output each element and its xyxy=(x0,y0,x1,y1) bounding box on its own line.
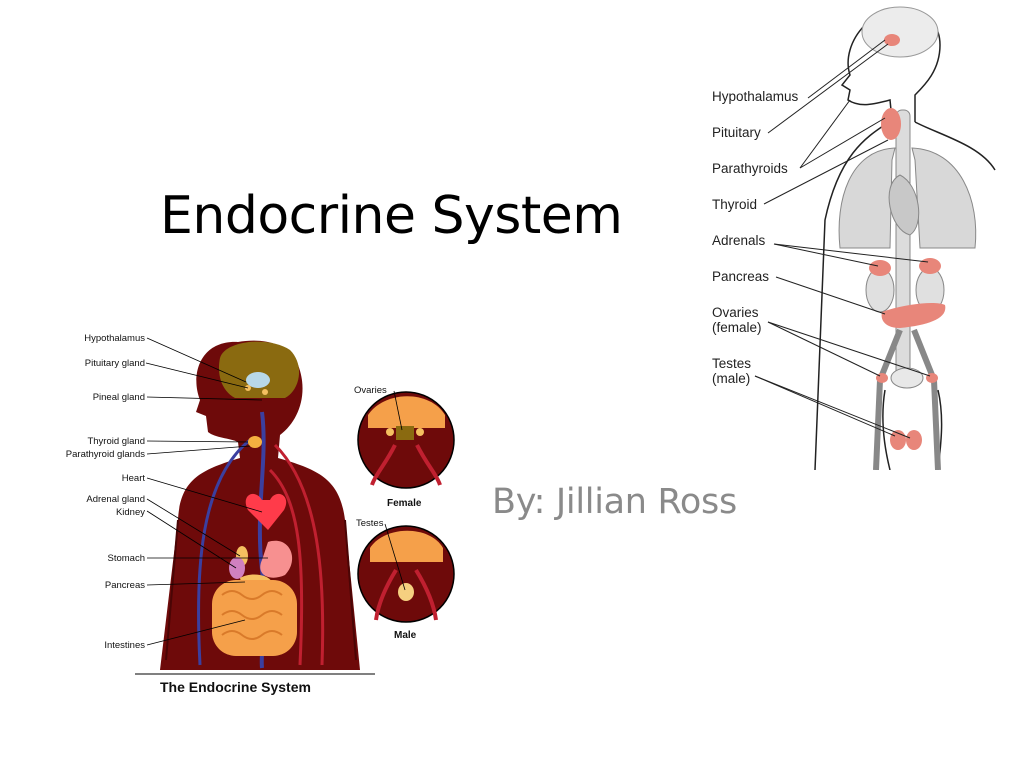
label-right-ovaries-note: (female) xyxy=(712,320,762,335)
label-kidney: Kidney xyxy=(116,507,145,518)
label-pituitary-gland: Pituitary gland xyxy=(85,358,145,369)
male-inset xyxy=(357,525,455,623)
label-heart: Heart xyxy=(122,473,146,484)
label-thyroid-gland: Thyroid gland xyxy=(87,436,145,447)
label-right-parathyroids: Parathyroids xyxy=(712,161,788,176)
pancreas-shape xyxy=(881,302,946,328)
label-right-testes-note: (male) xyxy=(712,371,750,386)
pituitary-shape xyxy=(884,34,900,46)
label-right-testes: Testes xyxy=(712,356,751,371)
label-female: Female xyxy=(387,498,422,509)
label-hypothalamus: Hypothalamus xyxy=(84,333,145,344)
label-right-thyroid: Thyroid xyxy=(712,197,757,212)
adrenal-right-shape xyxy=(919,258,941,274)
label-testes: Testes xyxy=(356,518,384,529)
label-intestines: Intestines xyxy=(104,640,145,651)
label-adrenal-gland: Adrenal gland xyxy=(86,494,145,505)
figure-caption: The Endocrine System xyxy=(160,679,311,695)
endocrine-system-figure-left: Hypothalamus Pituitary gland Pineal glan… xyxy=(66,333,455,695)
label-parathyroid-glands: Parathyroid glands xyxy=(66,449,145,460)
label-stomach: Stomach xyxy=(108,553,146,564)
label-male: Male xyxy=(394,630,417,641)
slide-subtitle: By: Jillian Ross xyxy=(492,482,737,522)
heart-shape xyxy=(245,493,287,530)
label-right-adrenals: Adrenals xyxy=(712,233,766,248)
female-inset xyxy=(357,391,455,489)
label-right-pituitary: Pituitary xyxy=(712,125,761,140)
slide-title: Endocrine System xyxy=(160,186,623,246)
thyroid-shape-right xyxy=(881,108,901,140)
label-pancreas: Pancreas xyxy=(105,580,145,591)
label-pineal-gland: Pineal gland xyxy=(93,392,145,403)
thyroid-shape xyxy=(248,436,262,448)
stomach-shape xyxy=(260,540,293,578)
brain-shape xyxy=(218,341,300,398)
label-right-pancreas: Pancreas xyxy=(712,269,769,284)
endocrine-system-figure-right: Hypothalamus Pituitary Parathyroids Thyr… xyxy=(712,6,996,470)
label-ovaries: Ovaries xyxy=(354,385,387,396)
label-right-hypothalamus: Hypothalamus xyxy=(712,89,799,104)
adrenal-left-shape xyxy=(869,260,891,276)
label-right-ovaries: Ovaries xyxy=(712,305,759,320)
